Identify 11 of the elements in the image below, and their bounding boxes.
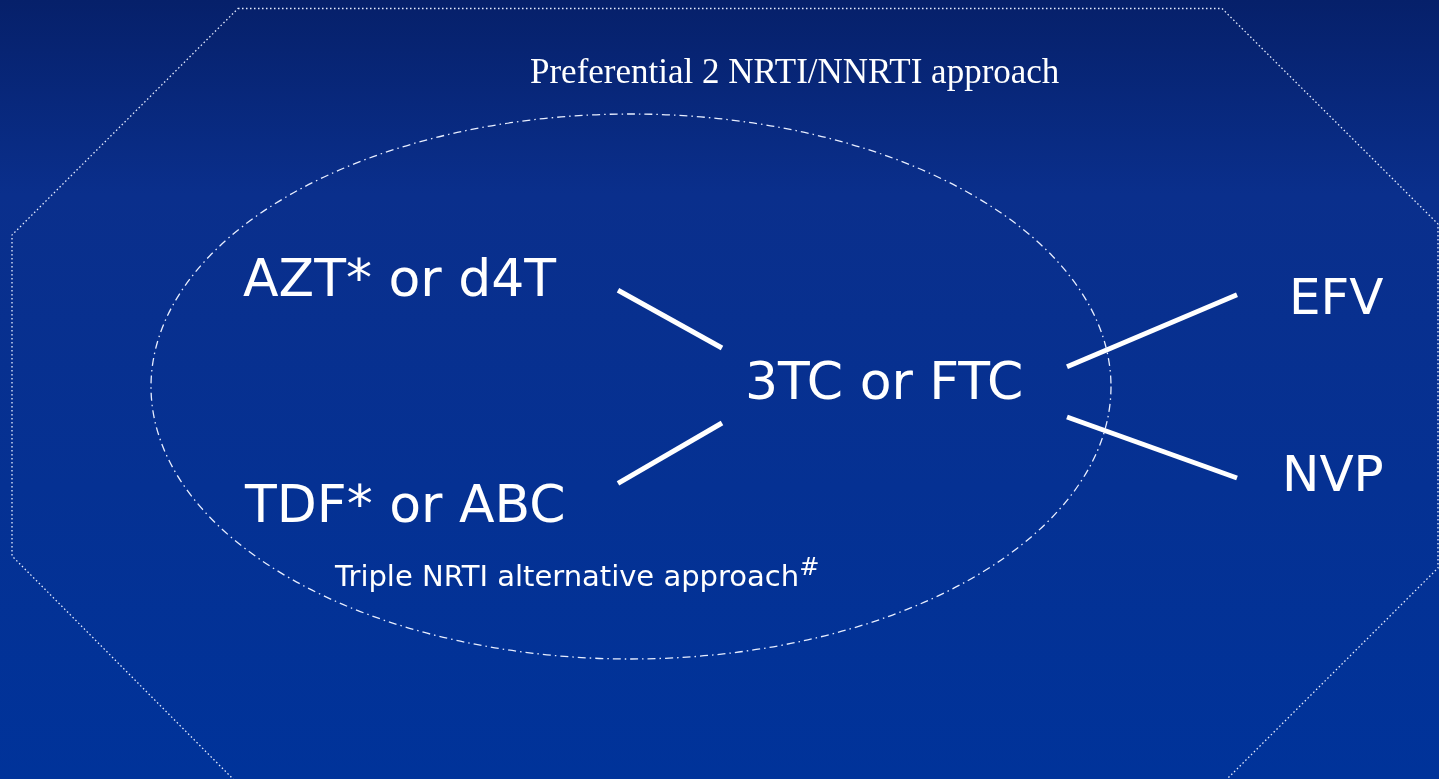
connector-line [616,288,724,351]
drug-label: AZT* or d4T [243,248,618,313]
group-heading: Preferential 2 NRTI/NNRTI approach [530,52,1060,92]
connector-line [616,420,724,486]
drug-label: NVP [1237,445,1402,511]
drug-label: EFV [1237,268,1402,335]
drug-label: 3TC or FTC [722,348,1067,423]
connector-line [1066,414,1238,481]
group-caption: Triple NRTI alternative approach$^{#}$ [335,553,820,593]
connector-line [1066,292,1238,370]
drug-label: TDF* or ABC [245,470,618,540]
